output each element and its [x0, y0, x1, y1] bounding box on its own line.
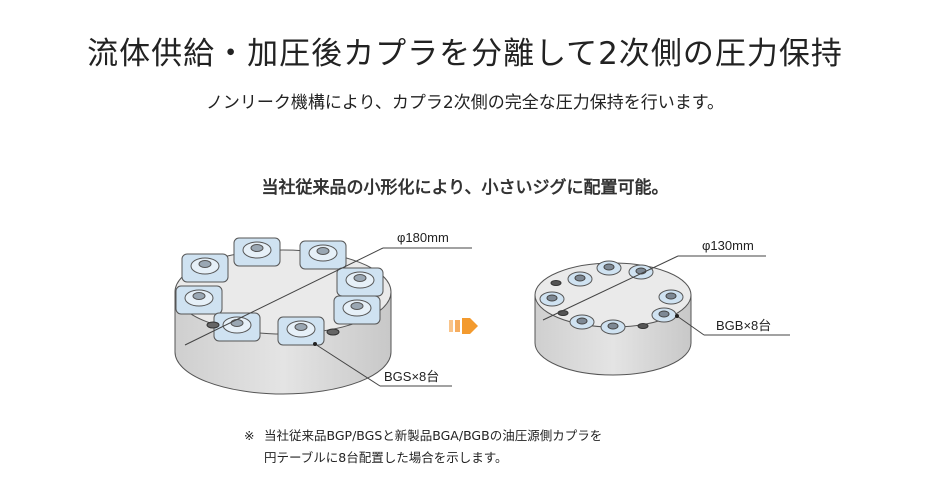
right-coupler-label: BGB×8台: [716, 318, 771, 333]
left-coupler-label: BGS×8台: [384, 369, 439, 384]
coupler: [539, 291, 565, 307]
coupler: [628, 264, 654, 280]
coupler: [213, 312, 261, 342]
coupler: [651, 307, 677, 323]
coupler: [233, 237, 281, 267]
coupler: [569, 314, 595, 330]
right-fixture: φ130mm BGB×8台: [534, 238, 790, 376]
page-title: 流体供給・加圧後カプラを分離して2次側の圧力保持: [87, 36, 843, 72]
footnote: ※ 当社従来品BGP/BGSと新製品BGA/BGBの油圧源側カプラを 円テーブルに…: [244, 425, 602, 469]
coupler: [277, 316, 325, 346]
coupler: [658, 289, 684, 305]
arrow-right-icon: [449, 318, 478, 334]
coupler: [336, 267, 384, 297]
note-line-1: 当社従来品BGP/BGSと新製品BGA/BGBの油圧源側カプラを: [264, 428, 603, 443]
page-subtitle: ノンリーク機構により、カプラ2次側の完全な圧力保持を行います。: [205, 93, 725, 113]
coupler: [181, 253, 229, 283]
coupler: [600, 319, 626, 335]
coupler: [333, 295, 381, 325]
lead-text: 当社従来品の小形化により、小さいジグに配置可能。: [261, 178, 669, 198]
right-diameter-label: φ130mm: [702, 238, 754, 253]
note-line-2: 円テーブルに8台配置した場合を示します。: [264, 450, 508, 465]
coupler: [596, 260, 622, 276]
coupler: [175, 285, 223, 315]
coupler: [299, 240, 347, 270]
left-fixture: φ180mm BGS×8台: [174, 230, 472, 395]
note-mark: ※: [244, 428, 255, 443]
left-diameter-label: φ180mm: [397, 230, 449, 245]
coupler: [567, 271, 593, 287]
